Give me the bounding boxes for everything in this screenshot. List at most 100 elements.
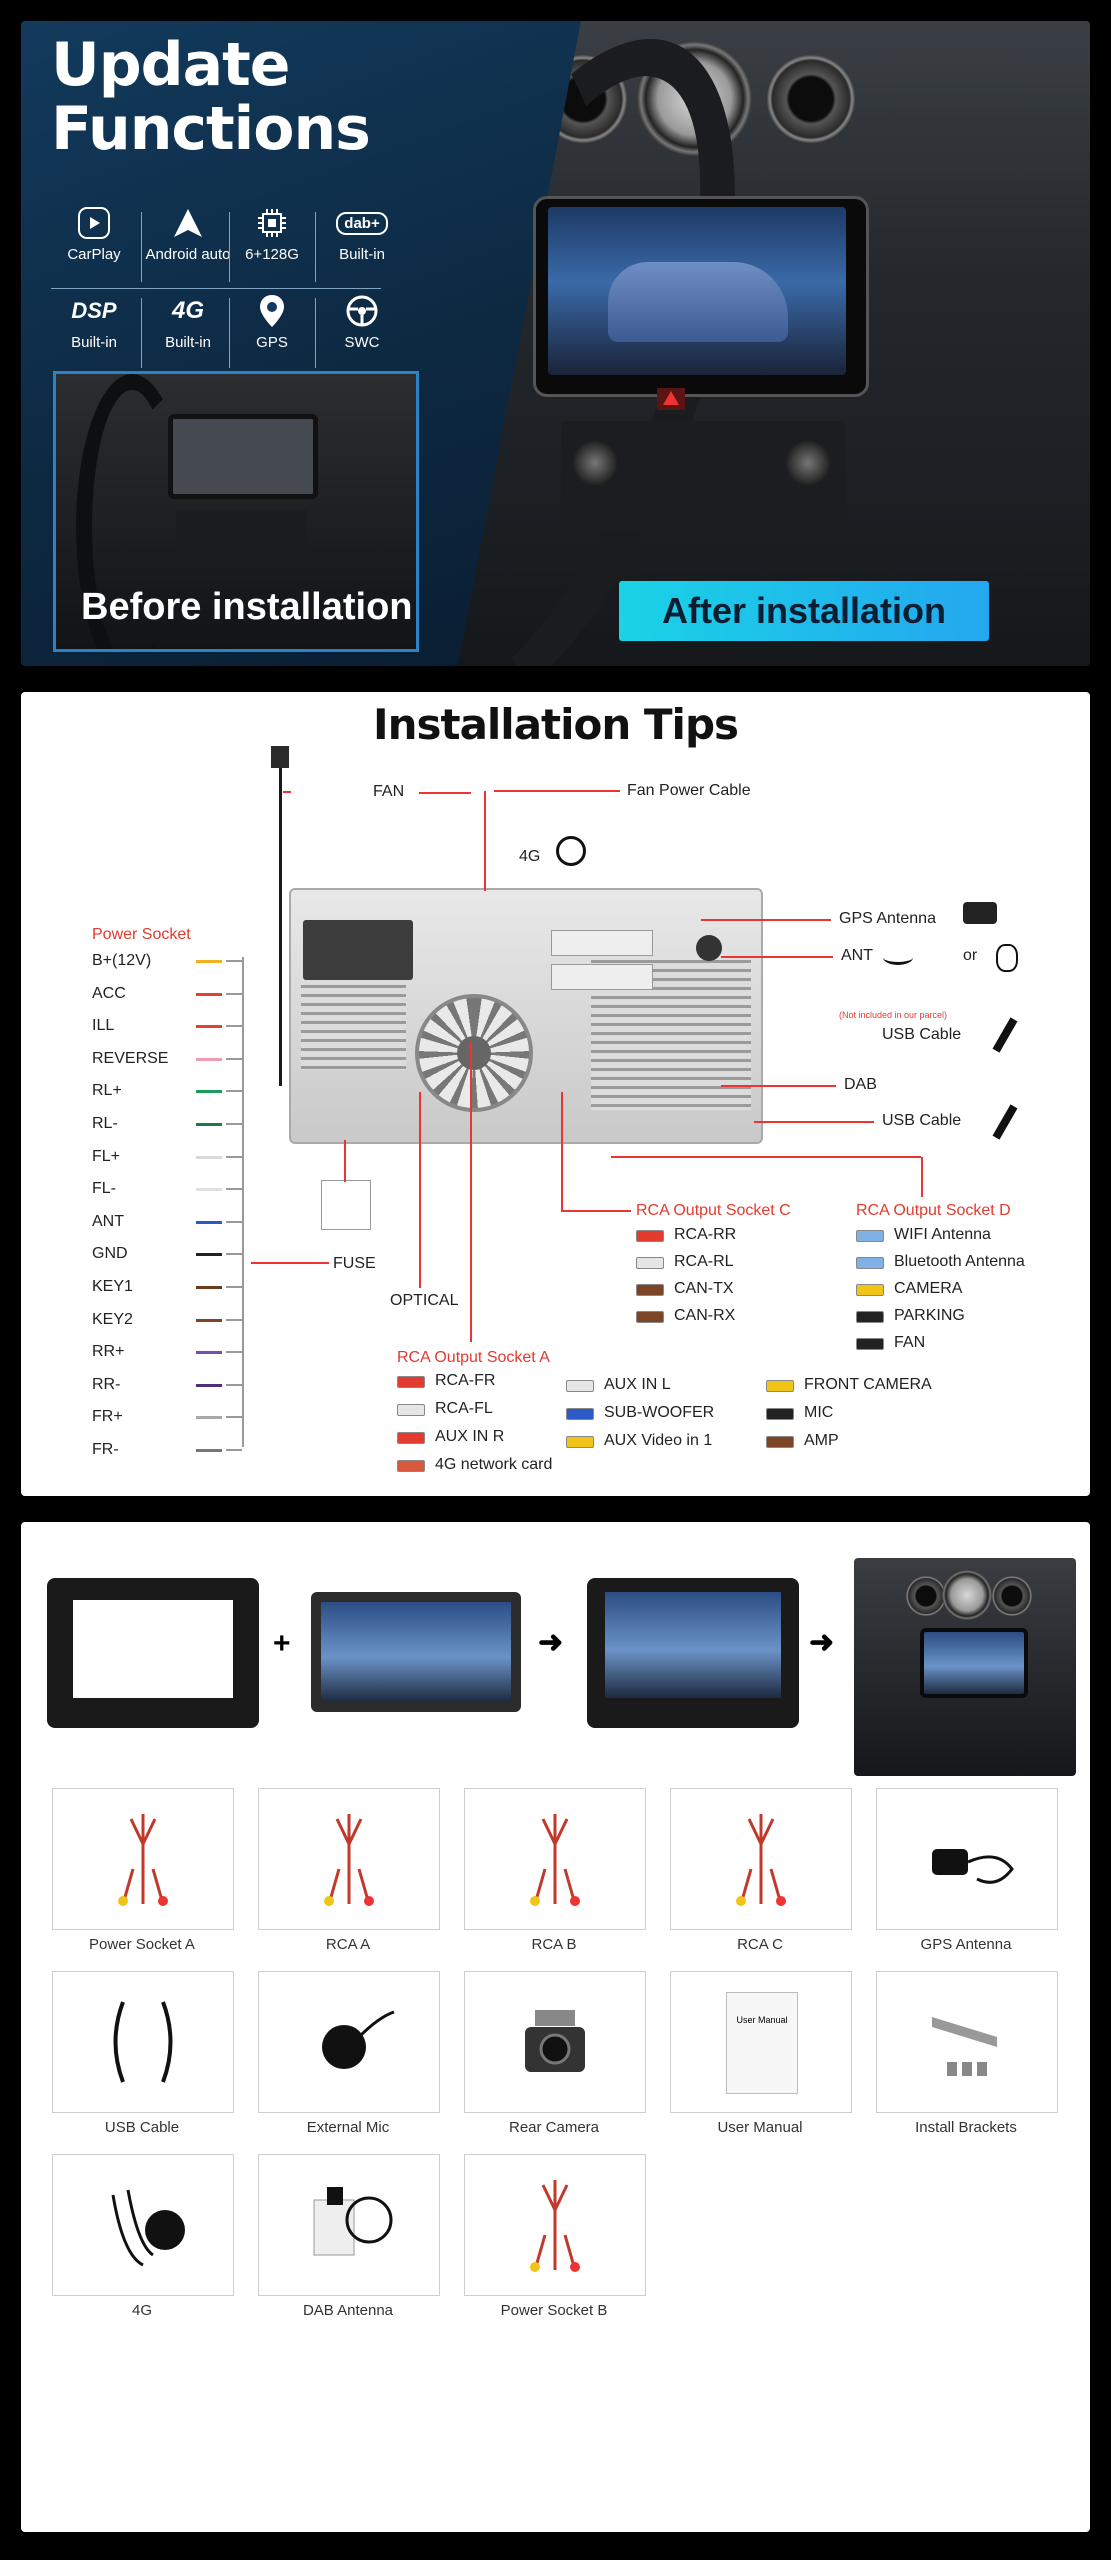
- rca-a-extra-item-label: SUB-WOOFER: [604, 1404, 715, 1421]
- wire-tap: [226, 1286, 242, 1288]
- feature-swc: SWC: [319, 292, 405, 378]
- fuse-leader-up: [344, 1140, 346, 1182]
- accessory-item: [52, 2154, 234, 2296]
- feature-label: Android auto: [145, 246, 231, 263]
- feature-grid: CarPlay Android auto 6+128G dab+ Built-i…: [51, 204, 396, 368]
- gps-antenna-icon: [963, 902, 997, 924]
- climate-knob-right: [786, 441, 830, 485]
- rca-d-item-plug: [856, 1338, 884, 1350]
- fan-pointer: [283, 791, 291, 793]
- fan-plug: [271, 746, 289, 768]
- plus-icon: +: [273, 1627, 291, 1660]
- rca-a-item-label: RCA-FL: [435, 1400, 493, 1417]
- steering-wheel-icon: [341, 292, 383, 330]
- feature-label: GPS: [256, 334, 288, 351]
- after-installation-label: After installation: [619, 581, 989, 641]
- fan-leader-down: [484, 791, 486, 891]
- feature-storage: 6+128G: [229, 204, 315, 290]
- ant-label: ANT: [841, 947, 873, 964]
- rca-a-item-plug: [397, 1432, 425, 1444]
- rca-d-item-plug: [856, 1230, 884, 1242]
- rca-socket-a-title: RCA Output Socket A: [397, 1349, 550, 1366]
- power-pin-wire: [196, 1286, 222, 1289]
- power-socket-harness-icon: [505, 2175, 605, 2275]
- fan-cable: [279, 756, 282, 1086]
- climate-knob-left: [573, 441, 617, 485]
- rca-a-item-label: 4G network card: [435, 1456, 553, 1473]
- fan-leader-line: [419, 792, 471, 794]
- usb-cable-label: USB Cable: [882, 1112, 962, 1129]
- wire-tap: [226, 1351, 242, 1354]
- power-pin-wire: [196, 1351, 222, 1355]
- air-vent: [906, 1576, 946, 1616]
- accessory-item: [464, 1971, 646, 2113]
- fuse-label: FUSE: [333, 1255, 376, 1272]
- wire-tap: [226, 1253, 242, 1256]
- accessory-label: Rear Camera: [508, 2119, 600, 2136]
- accessory-label: Install Brackets: [915, 2119, 1017, 2136]
- feature-label: CarPlay: [67, 246, 121, 263]
- rca-a-item-plug: [397, 1376, 425, 1388]
- title-line-2: Functions: [51, 94, 371, 164]
- power-pin-label: KEY1: [92, 1278, 133, 1295]
- rca-a-extra-item-label: AUX Video in 1: [604, 1432, 713, 1449]
- rca-a-item-plug: [397, 1404, 425, 1416]
- 4g-label: 4G: [519, 848, 541, 865]
- power-pin-label: FL-: [92, 1180, 116, 1198]
- divider: [51, 288, 381, 289]
- accessory-item: [464, 2154, 646, 2296]
- power-pin-label: ANT: [92, 1212, 124, 1230]
- head-unit-screen: [321, 1602, 511, 1702]
- dab-plus-icon: dab+: [336, 204, 388, 242]
- rca-connector-d: [551, 964, 653, 990]
- assembled-unit-image: [587, 1578, 799, 1728]
- gps-antenna-label: GPS Antenna: [839, 910, 936, 927]
- section-title: Installation Tips: [372, 700, 739, 749]
- page-title: Update Functions: [51, 33, 371, 164]
- accessory-label: DAB Antenna: [302, 2302, 394, 2319]
- installed-dashboard-image: [854, 1558, 1076, 1776]
- dsp-text: DSP: [71, 298, 117, 323]
- rca-socket-d-title: RCA Output Socket D: [856, 1202, 1011, 1219]
- rca-cable-icon: [299, 1809, 399, 1909]
- dab-leader: [721, 1085, 836, 1087]
- wire-tap: [226, 1155, 242, 1158]
- rca-d-item-label: CAMERA: [894, 1280, 963, 1297]
- rca-a-extra-item-plug: [566, 1436, 594, 1448]
- optical-leader: [419, 1092, 421, 1288]
- power-pin-wire: [196, 1025, 222, 1029]
- rca-cable-icon: [505, 1809, 605, 1909]
- rca-a-camera-item-label: AMP: [804, 1432, 839, 1449]
- feature-dab: dab+ Built-in: [319, 204, 405, 290]
- accessory-item: [258, 2154, 440, 2296]
- wire-tap: [226, 1090, 242, 1093]
- dsp-icon: DSP: [71, 292, 117, 330]
- before-installation-label: Before installation: [81, 586, 413, 628]
- rca-a-extra-item-plug: [566, 1408, 594, 1420]
- power-pin-label: ILL: [92, 1017, 115, 1035]
- update-functions-panel: Update Functions CarPlay Android auto 6+…: [21, 21, 1090, 666]
- gps-leader: [701, 919, 831, 921]
- usb-cable-icon: [992, 1017, 1018, 1053]
- power-pin-label: RL-: [92, 1115, 118, 1132]
- usb-cable-icon: [992, 1104, 1018, 1140]
- power-pin-wire: [196, 960, 222, 963]
- feature-4g: 4G Built-in: [145, 292, 231, 378]
- accessory-label: User Manual: [717, 2119, 803, 2136]
- 4g-icon: 4G: [167, 292, 209, 330]
- arrow-right-icon: ➜: [809, 1626, 835, 1659]
- harness-trunk: [242, 957, 244, 1447]
- rca-a-camera-item-plug: [766, 1408, 794, 1420]
- rca-d-item-label: Bluetooth Antenna: [894, 1253, 1025, 1270]
- rca-c-item-plug: [636, 1230, 664, 1242]
- rca-d-item-plug: [856, 1257, 884, 1269]
- power-pin-label: GND: [92, 1245, 128, 1263]
- 4g-antenna-icon: [93, 2175, 193, 2275]
- feature-label: SWC: [344, 334, 380, 351]
- accessory-item: [670, 1788, 852, 1930]
